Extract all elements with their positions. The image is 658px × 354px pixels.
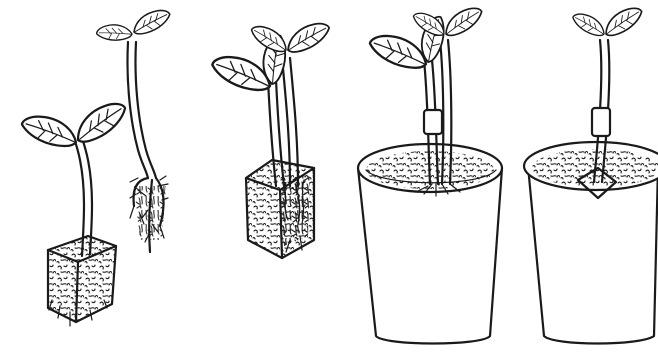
stage-5-cotyledons: [570, 5, 646, 39]
stage-2-cotyledons: [96, 8, 173, 44]
stage-2-stem: [127, 42, 156, 178]
stage-4-grafted-pair-in-pot: [358, 5, 502, 344]
stage-4-cotyledons: [367, 5, 486, 71]
stage-5-grafting-clip: [592, 108, 610, 136]
stage-3-joined-seedlings: [209, 20, 333, 258]
stage-3-cotyledons-right: [248, 20, 333, 55]
stage-1-seedling-in-block: [20, 99, 132, 326]
stage-1-cotyledons: [20, 99, 132, 148]
stage-5-pot: [524, 142, 658, 344]
stage-3-soil-block: [246, 160, 314, 258]
stage-5-grafted-seedling-in-pot: [524, 5, 658, 344]
stage-2-root-mass: [130, 176, 168, 252]
stage-4-grafting-clip: [424, 110, 442, 134]
